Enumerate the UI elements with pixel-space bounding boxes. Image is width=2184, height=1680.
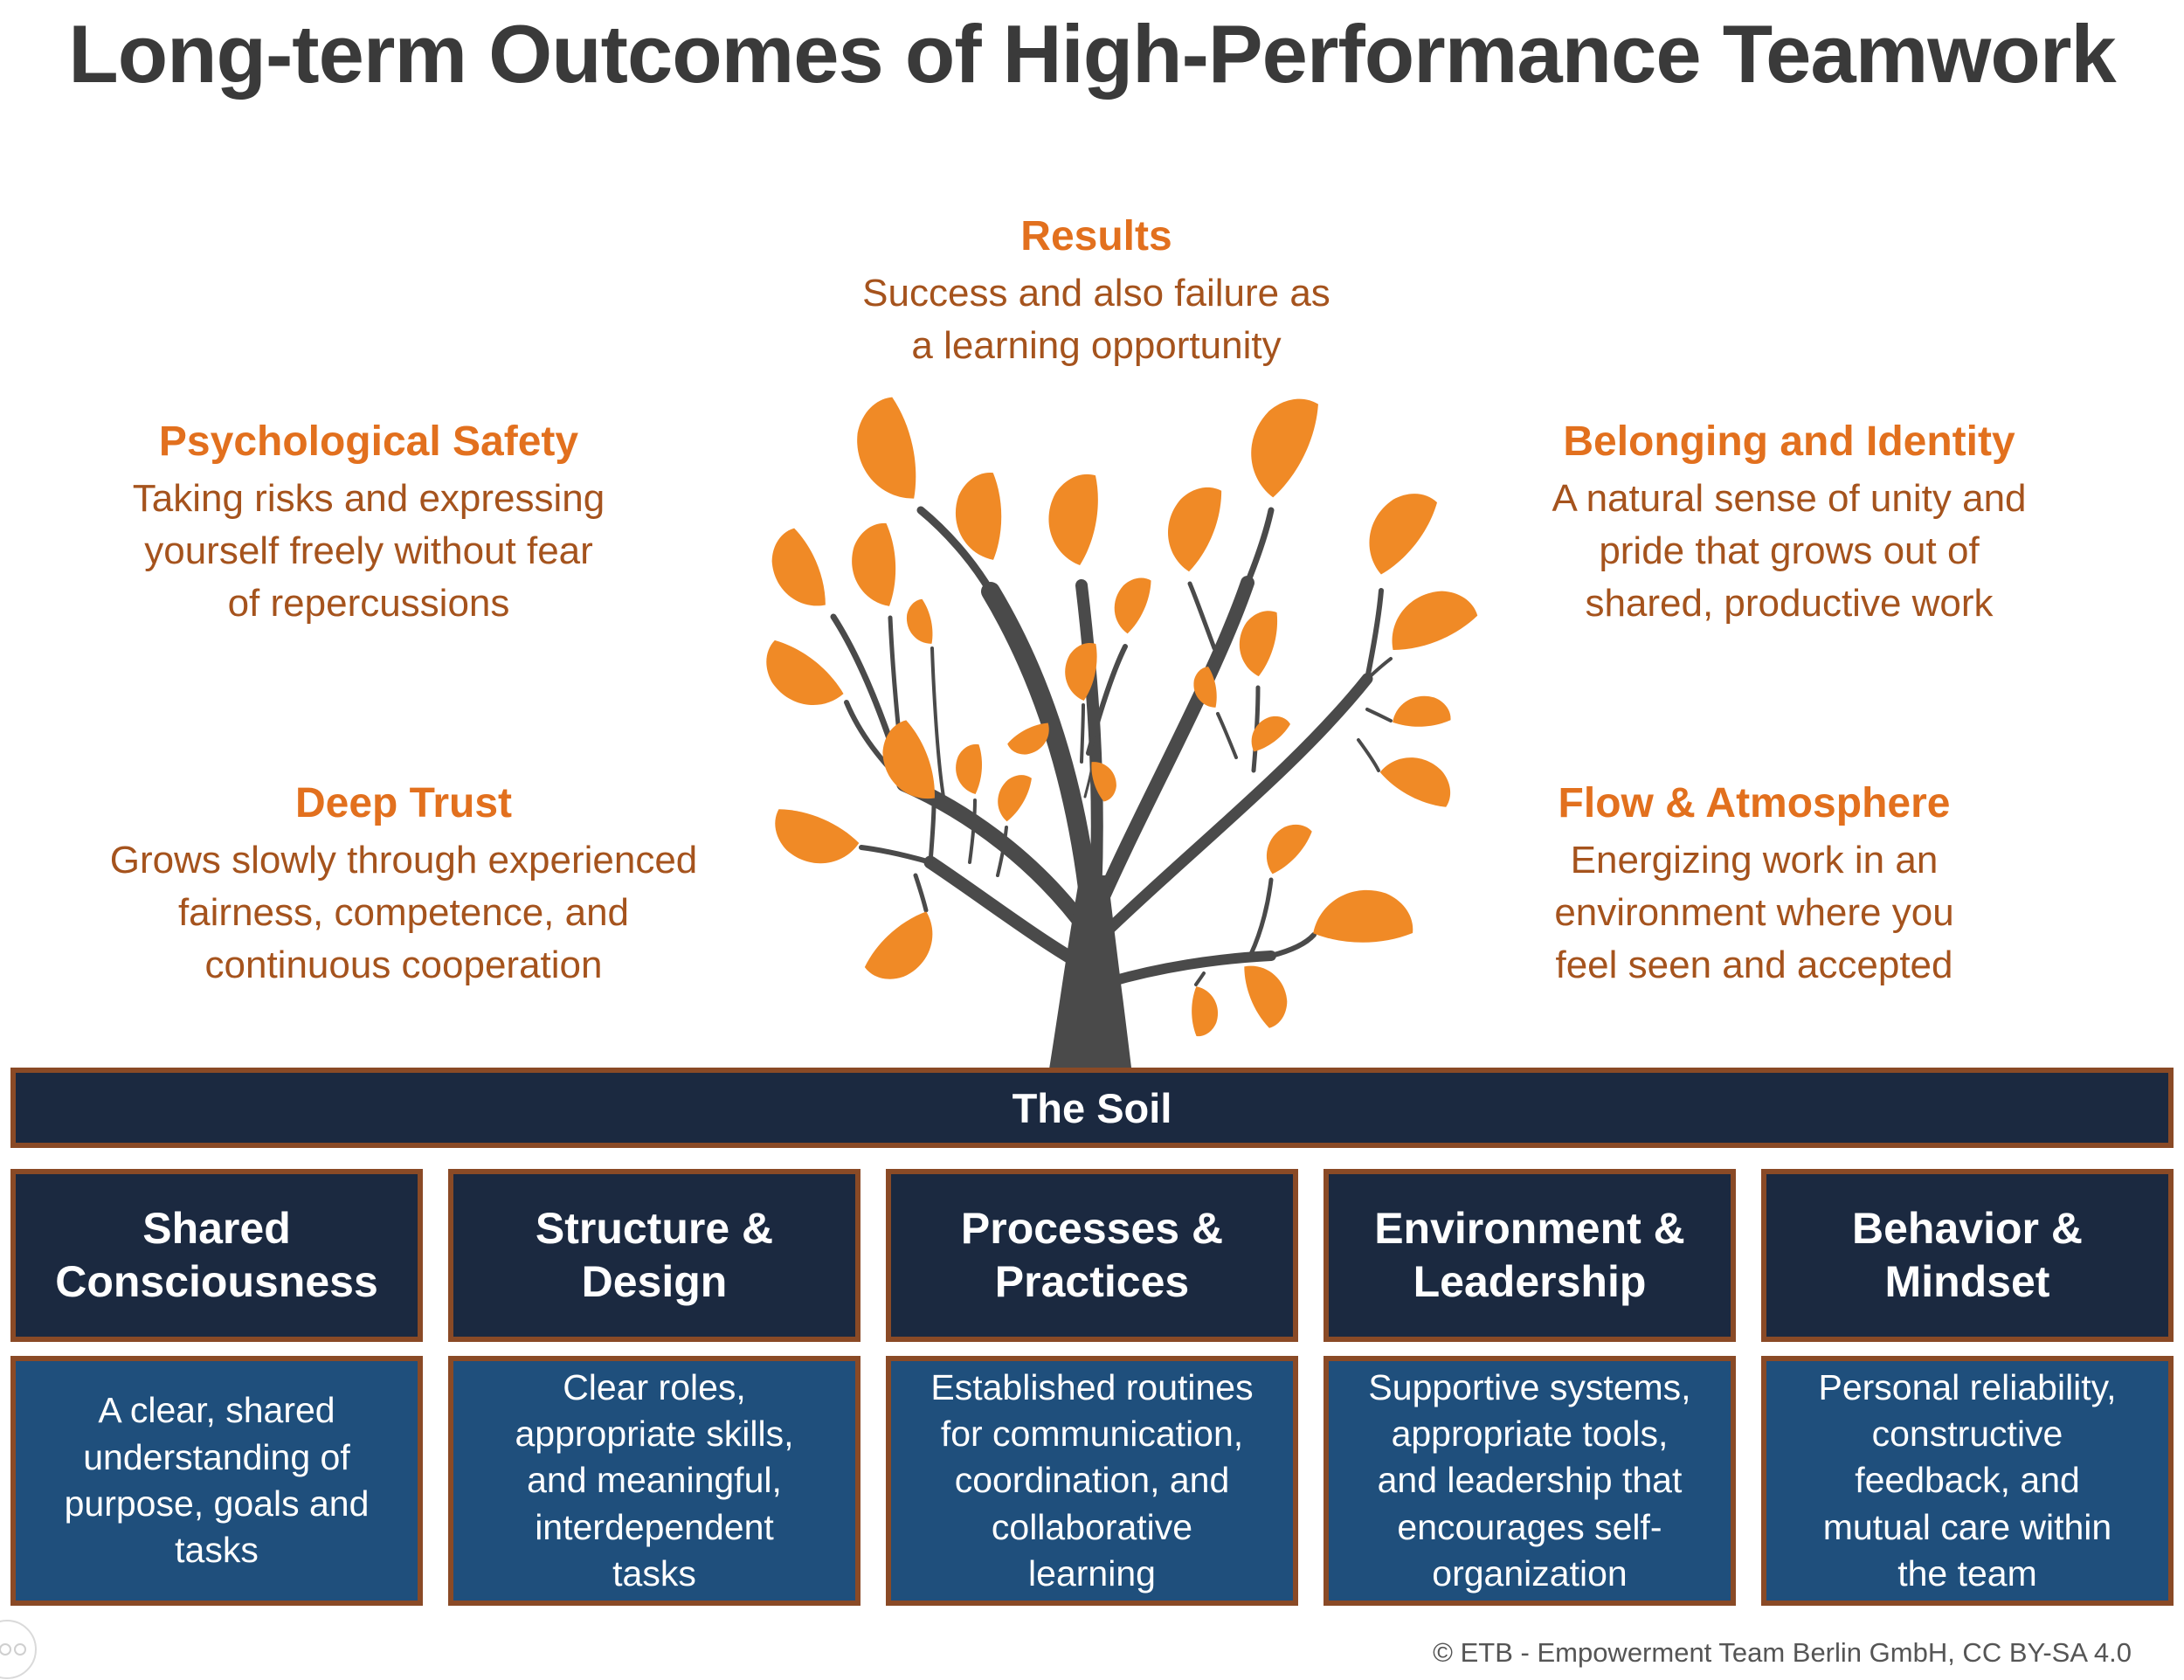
soil-column-description-behavior-mindset: Personal reliability, constructive feedb… xyxy=(1761,1356,2174,1606)
soil-bar: The Soil xyxy=(10,1068,2174,1148)
outcome-psychological-safety-body: Taking risks and expressing yourself fre… xyxy=(132,477,605,625)
soil-column-heading-processes-practices: Processes & Practices xyxy=(886,1169,1298,1342)
soil-column-description-environment-leadership: Supportive systems, appropriate tools, a… xyxy=(1324,1356,1736,1606)
outcome-belonging-identity: Belonging and Identity A natural sense o… xyxy=(1396,418,2182,630)
outcome-results-heading: Results xyxy=(1020,213,1172,259)
outcome-belonging-identity-body: A natural sense of unity and pride that … xyxy=(1552,477,2027,625)
tree-icon xyxy=(752,387,1481,1075)
outcome-belonging-identity-heading: Belonging and Identity xyxy=(1563,418,2015,465)
soil-column-heading-behavior-mindset: Behavior & Mindset xyxy=(1761,1169,2174,1342)
outcome-results-body: Success and also failure as a learning o… xyxy=(862,272,1330,368)
outcome-flow-atmosphere: Flow & Atmosphere Energizing work in an … xyxy=(1361,779,2147,992)
outcome-deep-trust-body: Grows slowly through experienced fairnes… xyxy=(109,839,698,986)
outcome-results: Results Success and also failure as a le… xyxy=(703,212,1489,372)
soil-bar-label: The Soil xyxy=(1012,1084,1172,1131)
outcome-flow-atmosphere-body: Energizing work in an environment where … xyxy=(1554,839,1954,986)
outcome-psychological-safety-heading: Psychological Safety xyxy=(158,418,579,465)
outcome-deep-trust: Deep Trust Grows slowly through experien… xyxy=(10,779,797,992)
tree-illustration xyxy=(752,386,1494,1075)
outcome-flow-atmosphere-heading: Flow & Atmosphere xyxy=(1558,780,1951,826)
soil-column-description-processes-practices: Established routines for communication, … xyxy=(886,1356,1298,1606)
page-title: Long-term Outcomes of High-Performance T… xyxy=(68,8,2116,100)
soil-column-heading-shared-consciousness: Shared Consciousness xyxy=(10,1169,423,1342)
soil-column-description-shared-consciousness: A clear, shared understanding of purpose… xyxy=(10,1356,423,1606)
attribution-badge-icon xyxy=(0,1620,37,1679)
outcome-deep-trust-heading: Deep Trust xyxy=(294,780,513,826)
copyright-notice: © ETB - Empowerment Team Berlin GmbH, CC… xyxy=(1433,1637,2132,1668)
tree-trunk xyxy=(1048,875,1132,1075)
outcome-psychological-safety: Psychological Safety Taking risks and ex… xyxy=(19,418,718,630)
soil-column-heading-structure-design: Structure & Design xyxy=(448,1169,860,1342)
soil-column-description-structure-design: Clear roles, appropriate skills, and mea… xyxy=(448,1356,860,1606)
soil-column-heading-environment-leadership: Environment & Leadership xyxy=(1324,1169,1736,1342)
